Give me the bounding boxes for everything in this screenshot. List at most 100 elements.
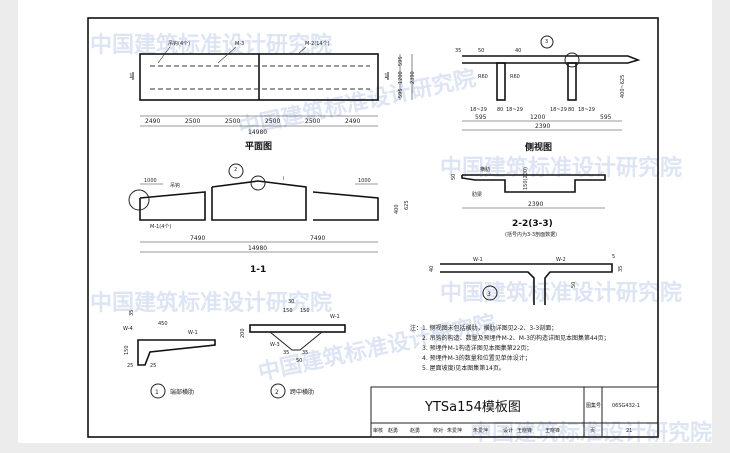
svg-text:50: 50 bbox=[478, 48, 484, 54]
svg-text:21: 21 bbox=[626, 428, 632, 434]
svg-text:2490: 2490 bbox=[145, 118, 160, 125]
detail-1-title: 端部横肋 bbox=[170, 388, 194, 396]
svg-text:5: 5 bbox=[612, 254, 615, 260]
svg-text:王晓锋: 王晓锋 bbox=[517, 427, 532, 434]
svg-text:审核: 审核 bbox=[373, 427, 383, 434]
svg-text:150(200): 150(200) bbox=[523, 167, 529, 190]
detail-1: W-4 W-1 450 150 25 25 35 bbox=[123, 310, 216, 369]
svg-text:595: 595 bbox=[398, 88, 404, 98]
svg-text:R60: R60 bbox=[478, 74, 488, 80]
svg-text:5. 屋面坡度i见本图集第14页。: 5. 屋面坡度i见本图集第14页。 bbox=[422, 364, 505, 372]
svg-text:35: 35 bbox=[283, 350, 289, 356]
svg-text:W-3: W-3 bbox=[270, 342, 280, 348]
svg-text:吊钩: 吊钩 bbox=[170, 182, 180, 189]
svg-text:35: 35 bbox=[455, 48, 461, 54]
svg-text:2500: 2500 bbox=[265, 118, 280, 125]
svg-text:18~29: 18~29 bbox=[578, 107, 595, 113]
section-1-1: 2 1000 吊钩 i 1000 M-1(4个) 400 625 7490 74… bbox=[128, 163, 410, 275]
svg-text:14980: 14980 bbox=[248, 245, 267, 252]
svg-text:06SG432-1: 06SG432-1 bbox=[612, 403, 640, 409]
svg-text:35: 35 bbox=[618, 266, 624, 272]
svg-text:页: 页 bbox=[590, 428, 595, 434]
svg-text:3. 预埋件M-1构造详图见本图集第22页；: 3. 预埋件M-1构造详图见本图集第22页； bbox=[422, 344, 532, 352]
svg-text:14980: 14980 bbox=[248, 129, 267, 136]
svg-text:150: 150 bbox=[300, 308, 310, 314]
detail-labels: 1 端部横肋 2 跨中横肋 bbox=[150, 383, 314, 399]
svg-text:W-2: W-2 bbox=[556, 257, 566, 263]
plan-view-title: 平面图 bbox=[245, 141, 272, 152]
svg-text:肋梁: 肋梁 bbox=[472, 191, 482, 198]
svg-text:中国建筑标准设计研究院: 中国建筑标准设计研究院 bbox=[90, 290, 332, 316]
svg-text:横肋: 横肋 bbox=[480, 166, 490, 173]
detail-2-title: 跨中横肋 bbox=[290, 388, 314, 396]
svg-text:4. 预埋件M-3的数量和位置见单体设计；: 4. 预埋件M-3的数量和位置见单体设计； bbox=[422, 354, 531, 362]
svg-text:18~29: 18~29 bbox=[550, 107, 567, 113]
svg-text:595: 595 bbox=[600, 114, 612, 121]
svg-text:18~29: 18~29 bbox=[470, 107, 487, 113]
svg-text:朱爱萍: 朱爱萍 bbox=[447, 427, 462, 434]
plan-view: 1 1 吊钩(4个) M-3 M-2(14个) 2490 2500 2500 2… bbox=[129, 40, 416, 152]
svg-text:40: 40 bbox=[515, 48, 521, 54]
svg-text:1000: 1000 bbox=[144, 178, 157, 184]
svg-text:30: 30 bbox=[288, 299, 294, 305]
svg-text:7490: 7490 bbox=[190, 235, 205, 242]
svg-text:35: 35 bbox=[302, 350, 308, 356]
svg-text:50: 50 bbox=[296, 358, 302, 364]
svg-text:1000: 1000 bbox=[358, 178, 371, 184]
svg-text:7490: 7490 bbox=[310, 235, 325, 242]
svg-text:595: 595 bbox=[398, 56, 404, 66]
svg-text:W-4: W-4 bbox=[123, 326, 133, 332]
svg-text:2390: 2390 bbox=[410, 71, 416, 84]
notes: 注：1. 侧视图未包括横肋，横肋详图见2-2、3-3剖面； 2. 吊钩的构造、数… bbox=[410, 324, 610, 372]
svg-text:2500: 2500 bbox=[225, 118, 240, 125]
svg-text:i: i bbox=[283, 176, 284, 182]
title-block: YTSa154模板图 图集号 06SG432-1 页 21 审核 赵勇 赵勇 校… bbox=[370, 386, 659, 438]
svg-text:400: 400 bbox=[394, 204, 400, 214]
svg-text:1200: 1200 bbox=[398, 71, 404, 84]
section-2-2: 横肋 肋梁 50 150(200) 2390 2-2(3-3) (括号内为3-3… bbox=[451, 166, 606, 238]
svg-text:25: 25 bbox=[127, 363, 133, 369]
svg-text:W-1: W-1 bbox=[473, 257, 483, 263]
svg-text:设计: 设计 bbox=[503, 427, 513, 434]
section-2-2-subtitle: (括号内为3-3剖面数据) bbox=[505, 231, 557, 238]
svg-text:赵勇: 赵勇 bbox=[410, 427, 420, 434]
svg-text:2390: 2390 bbox=[528, 201, 543, 208]
svg-text:图集号: 图集号 bbox=[586, 402, 601, 409]
svg-text:2. 吊钩的构造、数量及预埋件M-2、M-3的构造详图见本图: 2. 吊钩的构造、数量及预埋件M-2、M-3的构造详图见本图集第44页； bbox=[422, 334, 610, 342]
svg-text:150: 150 bbox=[124, 345, 130, 355]
svg-text:450: 450 bbox=[158, 321, 168, 327]
svg-text:3: 3 bbox=[545, 39, 548, 45]
detail-2: 30 150 150 W-1 200 W-3 35 35 50 bbox=[240, 299, 346, 364]
section-2-2-title: 2-2(3-3) bbox=[512, 219, 553, 229]
svg-text:80: 80 bbox=[497, 107, 503, 113]
svg-text:R60: R60 bbox=[510, 74, 520, 80]
drawing-title: YTSa154模板图 bbox=[424, 400, 521, 415]
svg-text:中国建筑标准设计研究院: 中国建筑标准设计研究院 bbox=[236, 65, 478, 141]
svg-text:M-3: M-3 bbox=[235, 41, 244, 47]
svg-text:1: 1 bbox=[384, 73, 388, 80]
svg-text:625: 625 bbox=[404, 200, 410, 210]
svg-text:王晓锋: 王晓锋 bbox=[545, 427, 560, 434]
side-view-title: 侧视图 bbox=[525, 141, 552, 153]
svg-text:2490: 2490 bbox=[345, 118, 360, 125]
svg-text:W-1: W-1 bbox=[188, 330, 198, 336]
svg-text:W-1: W-1 bbox=[330, 314, 340, 320]
svg-text:40: 40 bbox=[429, 266, 435, 272]
svg-text:吊钩(4个): 吊钩(4个) bbox=[168, 40, 190, 47]
svg-text:2390: 2390 bbox=[535, 123, 550, 130]
svg-text:80: 80 bbox=[568, 107, 574, 113]
svg-text:2: 2 bbox=[275, 389, 279, 396]
svg-text:1: 1 bbox=[155, 389, 159, 396]
svg-text:50: 50 bbox=[571, 282, 577, 288]
svg-text:595: 595 bbox=[475, 114, 487, 121]
drawing-frame bbox=[87, 17, 659, 438]
svg-text:50: 50 bbox=[451, 174, 457, 180]
drawing-card bbox=[18, 0, 712, 443]
svg-text:18~29: 18~29 bbox=[506, 107, 523, 113]
svg-text:35: 35 bbox=[129, 310, 135, 316]
svg-text:中国建筑标准设计研究院: 中国建筑标准设计研究院 bbox=[440, 155, 682, 181]
svg-text:M-2(14个): M-2(14个) bbox=[305, 41, 330, 47]
svg-text:赵勇: 赵勇 bbox=[388, 427, 398, 434]
